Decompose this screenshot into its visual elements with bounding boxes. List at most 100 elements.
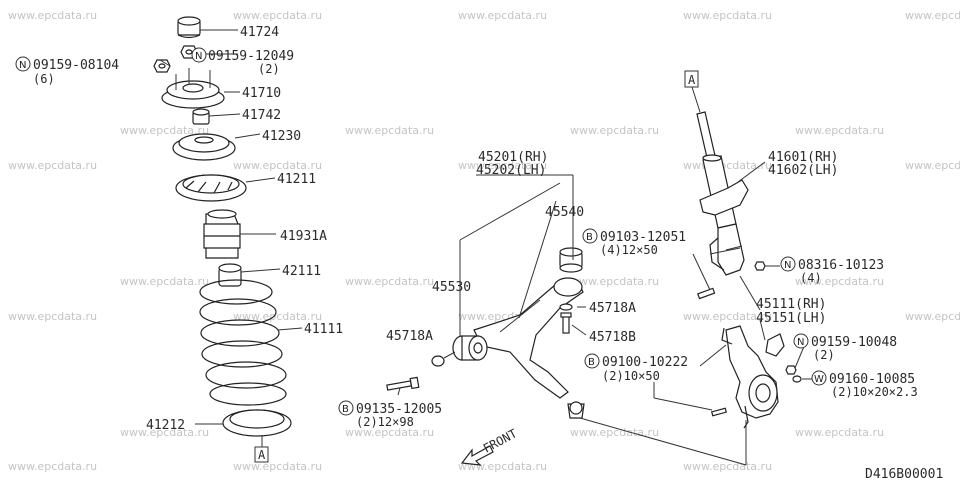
watermark: www.epcdata.ru	[905, 310, 960, 323]
watermark: www.epcdata.ru	[683, 9, 772, 22]
fastener-09159-08104: N 09159-08104 (6)	[15, 56, 119, 86]
label-45718B: 45718B	[589, 330, 636, 345]
part-45540-rear-bushing	[559, 247, 583, 273]
watermark: www.epcdata.ru	[120, 426, 209, 439]
label-42111: 42111	[282, 264, 321, 279]
part-41931A-dust-boot	[203, 209, 241, 259]
watermark: www.epcdata.ru	[905, 9, 960, 22]
diagram-code: D416B00001	[865, 467, 943, 480]
fastener-qty: (4)	[800, 271, 822, 285]
label-41724: 41724	[240, 25, 279, 40]
fastener-09159-12049: N 09159-12049 (2)	[191, 47, 294, 76]
label-41230: 41230	[262, 129, 301, 144]
watermark: www.epcdata.ru	[795, 426, 884, 439]
right-leader-lines	[653, 161, 812, 411]
fastener-code: 09159-12049	[208, 49, 294, 64]
fastener-qty: (2)	[813, 348, 835, 362]
control-arm-assembly	[386, 247, 585, 419]
label-41211: 41211	[277, 172, 316, 187]
watermark: www.epcdata.ru	[120, 275, 209, 288]
watermark: www.epcdata.ru	[458, 159, 547, 172]
part-41230-bearing-seat	[172, 133, 236, 161]
watermark: www.epcdata.ru	[345, 124, 434, 137]
ref-marker-upper-label: A	[688, 73, 696, 87]
fastener-qty: (4)12×50	[600, 243, 658, 257]
ball-joint	[567, 401, 585, 419]
ref-marker-upper: A	[684, 70, 699, 88]
watermark: www.epcdata.ru	[120, 124, 209, 137]
watermark: www.epcdata.ru	[233, 310, 322, 323]
fastener-09135-12005: B 09135-12005 (2)12×98	[338, 400, 442, 429]
label-45530: 45530	[432, 280, 471, 295]
steering-knuckle	[721, 325, 785, 429]
fastener-prefix: W	[814, 374, 824, 385]
label-41111: 41111	[304, 322, 343, 337]
fastener-09103-12051: B 09103-12051 (4)12×50	[582, 228, 686, 257]
fastener-prefix: B	[342, 404, 349, 415]
label-45201: 45201(RH)	[478, 150, 548, 165]
fastener-code: 09159-10048	[811, 335, 897, 350]
watermark: www.epcdata.ru	[345, 426, 434, 439]
fastener-prefix: N	[19, 60, 26, 71]
label-41601: 41601(RH)	[768, 150, 838, 165]
watermarks: www.epcdata.ru www.epcdata.ru www.epcdat…	[8, 9, 960, 473]
bolt-09135-12005	[386, 376, 420, 391]
label-41742: 41742	[242, 108, 281, 123]
fastener-prefix: N	[797, 337, 804, 348]
fastener-code: 09103-12051	[600, 230, 686, 245]
watermark: www.epcdata.ru	[233, 9, 322, 22]
label-45151: 45151(LH)	[756, 311, 826, 326]
ref-marker-lower-label: A	[258, 448, 266, 462]
label-45718A-left: 45718A	[386, 329, 433, 344]
watermark: www.epcdata.ru	[683, 159, 772, 172]
watermark: www.epcdata.ru	[570, 426, 659, 439]
label-41710: 41710	[242, 86, 281, 101]
shock-absorber-strut: A	[684, 70, 749, 276]
watermark: www.epcdata.ru	[795, 275, 884, 288]
part-41212-lower-spring-seat	[222, 409, 292, 437]
part-42111-bump-stop	[218, 263, 242, 287]
label-41602: 41602(LH)	[768, 163, 838, 178]
watermark: www.epcdata.ru	[8, 310, 97, 323]
watermark: www.epcdata.ru	[233, 460, 322, 473]
label-45540: 45540	[545, 205, 584, 220]
fastener-qty: (2)	[258, 62, 280, 76]
fastener-09160-10085: W 09160-10085 (2)10×20×2.3	[811, 370, 918, 399]
middle-leader-lines	[397, 174, 747, 466]
fastener-code: 09160-10085	[829, 372, 915, 387]
ref-marker-lower: A	[254, 446, 269, 463]
fastener-prefix: N	[784, 260, 791, 271]
label-41931A: 41931A	[280, 229, 327, 244]
label-45718A-right: 45718A	[589, 301, 636, 316]
watermark: www.epcdata.ru	[8, 159, 97, 172]
fastener-09100-10222: B 09100-10222 (2)10×50	[584, 353, 688, 383]
fastener-prefix: N	[195, 51, 202, 62]
fastener-prefix: B	[586, 232, 593, 243]
nut-09159-08104	[153, 59, 171, 73]
watermark: www.epcdata.ru	[570, 124, 659, 137]
watermark: www.epcdata.ru	[905, 159, 960, 172]
fastener-code: 09100-10222	[602, 355, 688, 370]
label-45202: 45202(LH)	[476, 163, 546, 178]
part-45718B-bolt	[560, 312, 572, 334]
strut-mount-stack	[153, 16, 292, 437]
fastener-08316-10123: N 08316-10123 (4)	[780, 256, 884, 285]
fastener-09159-10048: N 09159-10048 (2)	[793, 333, 897, 362]
watermark: www.epcdata.ru	[458, 9, 547, 22]
washer-45718A-left	[431, 355, 445, 367]
part-41742-bushing	[192, 108, 210, 125]
watermark: www.epcdata.ru	[683, 460, 772, 473]
part-41211-upper-spring-seat	[175, 174, 247, 202]
watermark: www.epcdata.ru	[8, 460, 97, 473]
part-41111-coil-spring	[199, 279, 287, 406]
front-label: FRONT	[481, 426, 519, 455]
fastener-qty: (2)10×20×2.3	[831, 385, 918, 399]
fastener-code: 08316-10123	[798, 258, 884, 273]
strut-bolts	[697, 261, 802, 417]
watermark: www.epcdata.ru	[795, 124, 884, 137]
part-41724-cap	[177, 16, 201, 39]
watermark: www.epcdata.ru	[8, 9, 97, 22]
label-45111: 45111(RH)	[756, 297, 826, 312]
